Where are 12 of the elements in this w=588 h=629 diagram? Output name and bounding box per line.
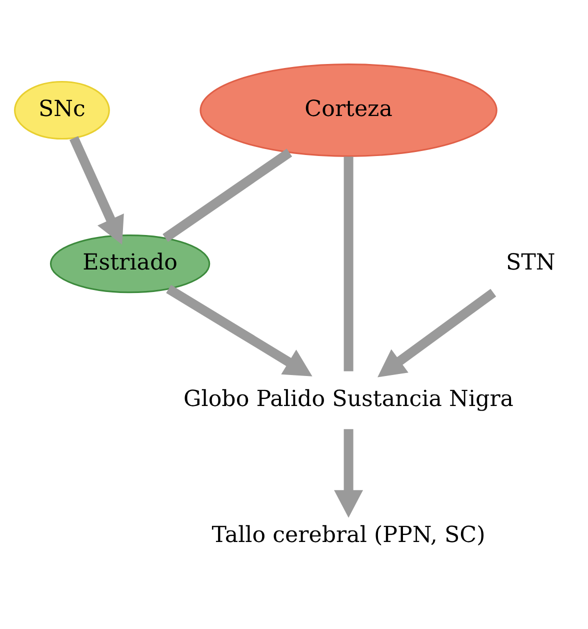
connector: [162, 148, 292, 242]
arrow: [334, 429, 364, 518]
node-ellipse: Estriado: [50, 234, 210, 294]
arrow: [166, 284, 312, 376]
connector: [344, 156, 354, 372]
node-text: STN: [506, 250, 556, 276]
node-ellipse: Corteza: [200, 64, 498, 157]
arrow: [70, 136, 124, 245]
node-text: Globo Palido Sustancia Nigra: [184, 386, 514, 412]
node-ellipse: SNc: [14, 80, 110, 140]
arrow: [378, 288, 496, 378]
node-text: Tallo cerebral (PPN, SC): [212, 522, 486, 548]
